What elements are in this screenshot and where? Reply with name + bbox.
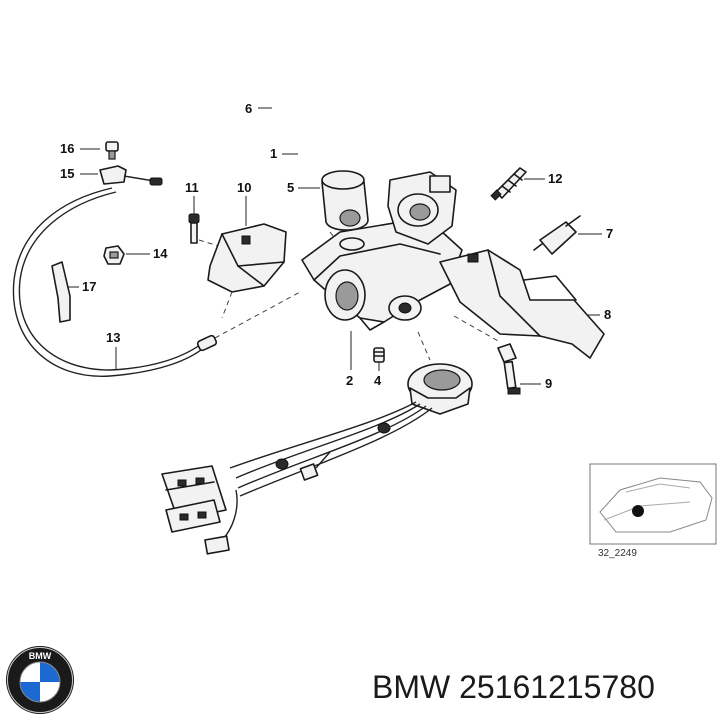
location-thumbnail: 32_2249	[589, 463, 717, 559]
part-10-cover	[207, 223, 287, 319]
svg-text:8: 8	[604, 307, 611, 322]
callout-9: 9	[520, 376, 552, 391]
part-12-pin	[490, 167, 527, 201]
callout-10: 10	[237, 180, 251, 226]
callout-15: 15	[60, 166, 98, 181]
svg-text:9: 9	[545, 376, 552, 391]
ignition-switch-harness	[161, 331, 473, 555]
part-5-lock-cylinder	[321, 170, 369, 251]
svg-text:5: 5	[287, 180, 294, 195]
part-number: BMW 25161215780	[372, 669, 655, 705]
svg-text:7: 7	[606, 226, 613, 241]
callout-16: 16	[60, 141, 100, 156]
svg-text:4: 4	[374, 373, 382, 388]
svg-text:1: 1	[270, 146, 277, 161]
callout-7: 7	[578, 226, 613, 241]
svg-text:14: 14	[153, 246, 168, 261]
svg-text:2: 2	[346, 373, 353, 388]
svg-text:10: 10	[237, 180, 251, 195]
svg-text:12: 12	[548, 171, 562, 186]
logo-lettering: BMW	[29, 651, 52, 661]
callout-14: 14	[126, 246, 168, 261]
svg-text:11: 11	[185, 180, 199, 195]
svg-text:6: 6	[245, 101, 252, 116]
callout-4: 4	[374, 362, 382, 388]
part-16-screw	[105, 141, 119, 160]
svg-text:13: 13	[106, 330, 120, 345]
part-14-clip	[103, 245, 125, 265]
location-marker-icon	[632, 505, 644, 517]
part-17-clip	[51, 261, 71, 323]
callout-6: 6	[245, 101, 272, 116]
part-1-lock-housing	[301, 171, 463, 331]
callout-1: 1	[270, 146, 298, 161]
part-4-screw	[373, 347, 385, 363]
callout-5: 5	[287, 180, 320, 195]
bmw-logo-icon: BMW	[6, 646, 74, 714]
callout-11: 11	[185, 180, 199, 214]
part-13-cable	[12, 187, 301, 377]
part-15-cable-holder	[99, 165, 163, 186]
svg-text:16: 16	[60, 141, 74, 156]
callout-17: 17	[66, 279, 96, 294]
part-8-bracket	[439, 249, 605, 359]
callout-2: 2	[346, 331, 353, 388]
part-7-switch	[533, 215, 581, 255]
diagram-code: 32_2249	[598, 548, 637, 559]
svg-text:17: 17	[82, 279, 96, 294]
part-9-screw	[497, 343, 521, 395]
callout-12: 12	[524, 171, 562, 186]
callout-13: 13	[106, 330, 120, 370]
svg-text:15: 15	[60, 166, 74, 181]
